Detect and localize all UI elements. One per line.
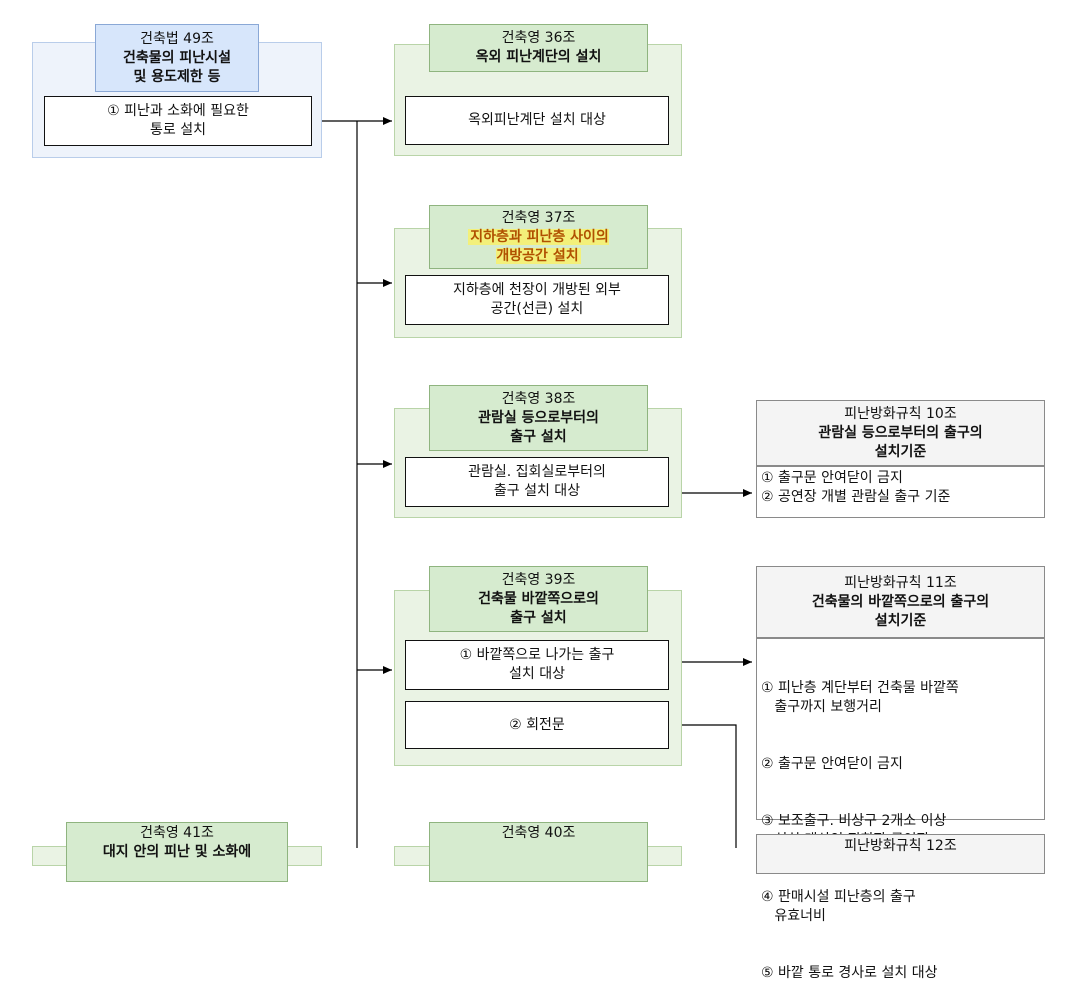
dec37-number: 건축영 37조: [501, 209, 576, 226]
dec41-header: 건축영 41조 대지 안의 피난 및 소화에: [66, 822, 288, 882]
rule10-header: 피난방화규칙 10조 관람실 등으로부터의 출구의 설치기준: [756, 400, 1045, 466]
dec37-title: 지하층과 피난층 사이의 개방공간 설치: [468, 228, 609, 266]
line-to-rule12: [670, 724, 737, 848]
dec40-number: 건축영 40조: [501, 825, 576, 841]
rule10-number: 피난방화규칙 10조: [844, 405, 957, 422]
dec38-header: 건축영 38조 관람실 등으로부터의 출구 설치: [429, 385, 648, 451]
rule12-header: 피난방화규칙 12조: [756, 834, 1045, 874]
dec37-title-highlight: 지하층과 피난층 사이의 개방공간 설치: [468, 228, 609, 264]
rule11-item: ① 피난층 계단부터 건축물 바깥쪽 출구까지 보행거리: [761, 680, 959, 715]
rule10-item: ① 출구문 안여닫이 금지: [761, 470, 903, 486]
dec38-number: 건축영 38조: [501, 390, 576, 407]
dec36-title: 옥외 피난계단의 설치: [475, 49, 602, 65]
connector-lines: [312, 117, 752, 848]
law49-number: 건축법 49조: [140, 30, 214, 47]
rule11-item: ② 출구문 안여닫이 금지: [761, 756, 903, 772]
dec36-number: 건축영 36조: [501, 30, 576, 46]
rule11-item: ⑤ 바깥 통로 경사로 설치 대상: [761, 965, 938, 981]
dec38-item: 관람실. 집회실로부터의 출구 설치 대상: [405, 457, 669, 507]
law49-title: 건축물의 피난시설 및 용도제한 등: [123, 49, 231, 85]
dec40-header: 건축영 40조: [429, 822, 648, 882]
law49-header: 건축법 49조 건축물의 피난시설 및 용도제한 등: [95, 24, 259, 92]
dec37-item: 지하층에 천장이 개방된 외부 공간(선큰) 설치: [405, 275, 669, 325]
dec39-header: 건축영 39조 건축물 바깥쪽으로의 출구 설치: [429, 566, 648, 632]
rule12-number: 피난방화규칙 12조: [844, 838, 957, 854]
rule10-item: ② 공연장 개별 관람실 출구 기준: [761, 489, 951, 505]
rule11-list: ① 피난층 계단부터 건축물 바깥쪽 출구까지 보행거리 ② 출구문 안여닫이 …: [756, 638, 1045, 981]
rule11-number: 피난방화규칙 11조: [844, 574, 957, 591]
dec37-header: 건축영 37조 지하층과 피난층 사이의 개방공간 설치: [429, 205, 648, 269]
rule11-header: 피난방화규칙 11조 건축물의 바깥쪽으로의 출구의 설치기준: [756, 566, 1045, 638]
dec41-title: 대지 안의 피난 및 소화에: [102, 844, 252, 860]
rule10-list: ① 출구문 안여닫이 금지 ② 공연장 개별 관람실 출구 기준: [756, 466, 1045, 518]
dec36-item: 옥외피난계단 설치 대상: [405, 96, 669, 145]
dec39-title: 건축물 바깥쪽으로의 출구 설치: [478, 590, 599, 626]
rule10-title: 관람실 등으로부터의 출구의 설치기준: [818, 424, 983, 460]
dec39-item-2: ② 회전문: [405, 701, 669, 749]
dec38-title: 관람실 등으로부터의 출구 설치: [478, 409, 599, 445]
dec39-item-1: ① 바깥쪽으로 나가는 출구 설치 대상: [405, 640, 669, 690]
rule11-title: 건축물의 바깥쪽으로의 출구의 설치기준: [811, 593, 990, 629]
dec39-number: 건축영 39조: [501, 571, 576, 588]
law49-item: ① 피난과 소화에 필요한 통로 설치: [44, 96, 312, 146]
rule11-item: ④ 판매시설 피난층의 출구 유효너비: [761, 889, 916, 924]
dec41-number: 건축영 41조: [140, 825, 214, 841]
dec36-header: 건축영 36조 옥외 피난계단의 설치: [429, 24, 648, 72]
